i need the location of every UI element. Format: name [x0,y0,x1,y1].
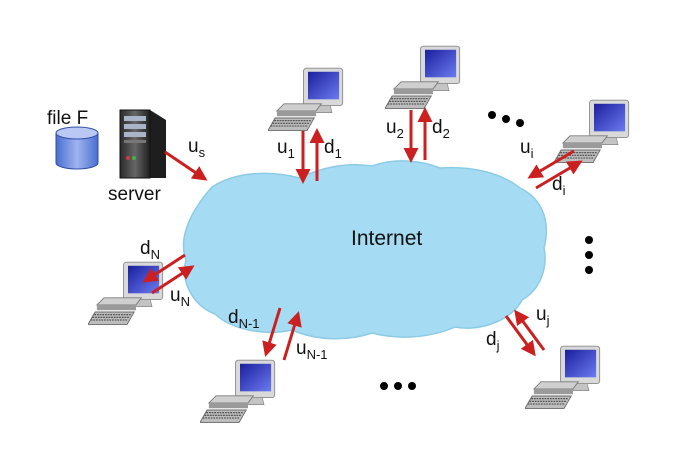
server-label: server [108,184,161,205]
label-uN: uN [170,285,190,309]
label-uN-1: uN-1 [296,338,328,362]
label-d2: d2 [432,117,450,141]
label-dN: dN [140,238,160,262]
di-download-arrow [535,160,583,190]
peer-N-computer-icon [88,261,164,325]
server-icon [119,109,166,179]
internet-cloud [182,160,548,340]
peer-i-computer-icon [554,99,630,163]
internet-label: Internet [351,227,422,250]
peer-N-1-computer-icon [200,359,276,423]
label-di: di [552,174,566,198]
dN-download-arrow [142,253,186,283]
us-upload-arrow [164,150,208,181]
label-ui: ui [520,137,534,161]
label-us: us [188,136,206,160]
file-label: file F [47,108,88,129]
ui-upload-arrow [527,149,575,179]
label-uj: uj [536,304,550,328]
uN-1-upload-arrow [282,311,302,361]
file-database-icon [55,126,99,170]
dj-download-arrow [504,315,536,357]
ellipsis-bottom [380,382,416,390]
ellipsis-right [585,236,593,274]
dN-1-download-arrow [262,307,282,357]
peer-2-computer-icon [385,45,461,109]
uN-upload-arrow [151,265,195,295]
label-dN-1: dN-1 [228,307,260,331]
ellipsis-top-right [488,111,524,127]
uj-upload-arrow [514,309,546,351]
peer-1-computer-icon [268,67,344,131]
label-d1: d1 [324,137,342,161]
peer-j-computer-icon [525,345,601,409]
label-u2: u2 [386,117,404,141]
label-u1: u1 [277,137,295,161]
label-dj: dj [486,329,500,353]
